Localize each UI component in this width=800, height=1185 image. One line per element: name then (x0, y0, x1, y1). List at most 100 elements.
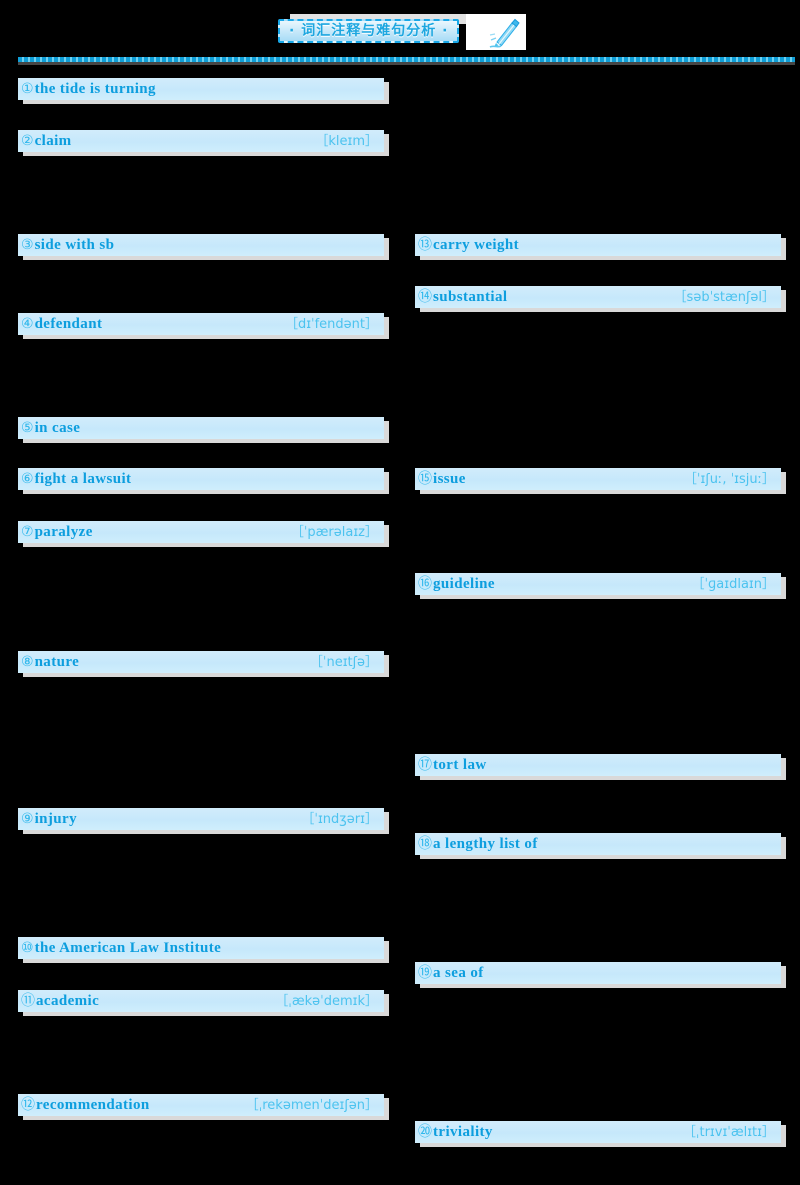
entry-term: claim (34, 132, 72, 149)
entry-highlight-band (18, 130, 384, 152)
entry-number: ⑱ (418, 835, 432, 852)
entry-highlight-band (18, 1094, 384, 1116)
entry-number: ⑫ (21, 1096, 35, 1113)
entry-number: ⑳ (418, 1123, 432, 1140)
entry-number: ⑭ (418, 288, 432, 305)
entry-phonetic: ［ˌtrɪvɪˈælɪtɪ］ (682, 1124, 775, 1140)
entry-highlight-band (18, 468, 384, 490)
entry-number: ⑬ (418, 236, 432, 253)
entry-term: a sea of (433, 964, 484, 981)
entry-term: nature (34, 653, 80, 670)
entry-highlight-band (415, 833, 781, 855)
entry-term: guideline (433, 575, 495, 592)
header-divider-rule (18, 57, 795, 62)
entry-highlight-band (18, 234, 384, 256)
entry-phonetic: ［ˈɡaɪdlaɪn］ (691, 576, 775, 592)
entry-number: ⑥ (21, 470, 34, 487)
entry-phonetic: ［ˌrekəmenˈdeɪʃən］ (245, 1097, 378, 1113)
entry-number: ⑧ (21, 653, 34, 670)
entry-term: carry weight (433, 236, 520, 253)
entry-highlight-band (18, 651, 384, 673)
entry-highlight-band (18, 78, 384, 100)
entry-term: issue (433, 470, 466, 487)
entry-highlight-band (18, 417, 384, 439)
page-header: · 词汇注释与难句分析 · (0, 0, 800, 65)
entry-number: ⑲ (418, 964, 432, 981)
entry-number: ⑨ (21, 810, 34, 827)
entry-highlight-band (415, 1121, 781, 1143)
entry-highlight-band (18, 808, 384, 830)
entry-number: ④ (21, 315, 34, 332)
entry-term: a lengthy list of (433, 835, 538, 852)
entry-term: the tide is turning (34, 80, 156, 97)
entry-highlight-band (18, 990, 384, 1012)
entry-phonetic: ［ˈɪʃuː, ˈɪsjuː］ (683, 471, 775, 487)
entry-term: paralyze (34, 523, 93, 540)
entry-highlight-band (415, 962, 781, 984)
entry-number: ⑩ (21, 939, 34, 956)
entry-highlight-band (18, 521, 384, 543)
entry-phonetic: ［ˌækəˈdemɪk］ (275, 993, 378, 1009)
entry-term: fight a lawsuit (34, 470, 132, 487)
entry-number: ③ (21, 236, 34, 253)
entry-highlight-band (18, 937, 384, 959)
entry-number: ② (21, 132, 34, 149)
entry-phonetic: ［dɪˈfendənt］ (284, 316, 378, 332)
entry-number: ① (21, 80, 34, 97)
entry-highlight-band (415, 286, 781, 308)
entry-phonetic: ［ˈneɪtʃə］ (309, 654, 378, 670)
entry-highlight-band (18, 313, 384, 335)
section-title-box: · 词汇注释与难句分析 · (278, 19, 460, 43)
entry-term: injury (34, 810, 77, 827)
